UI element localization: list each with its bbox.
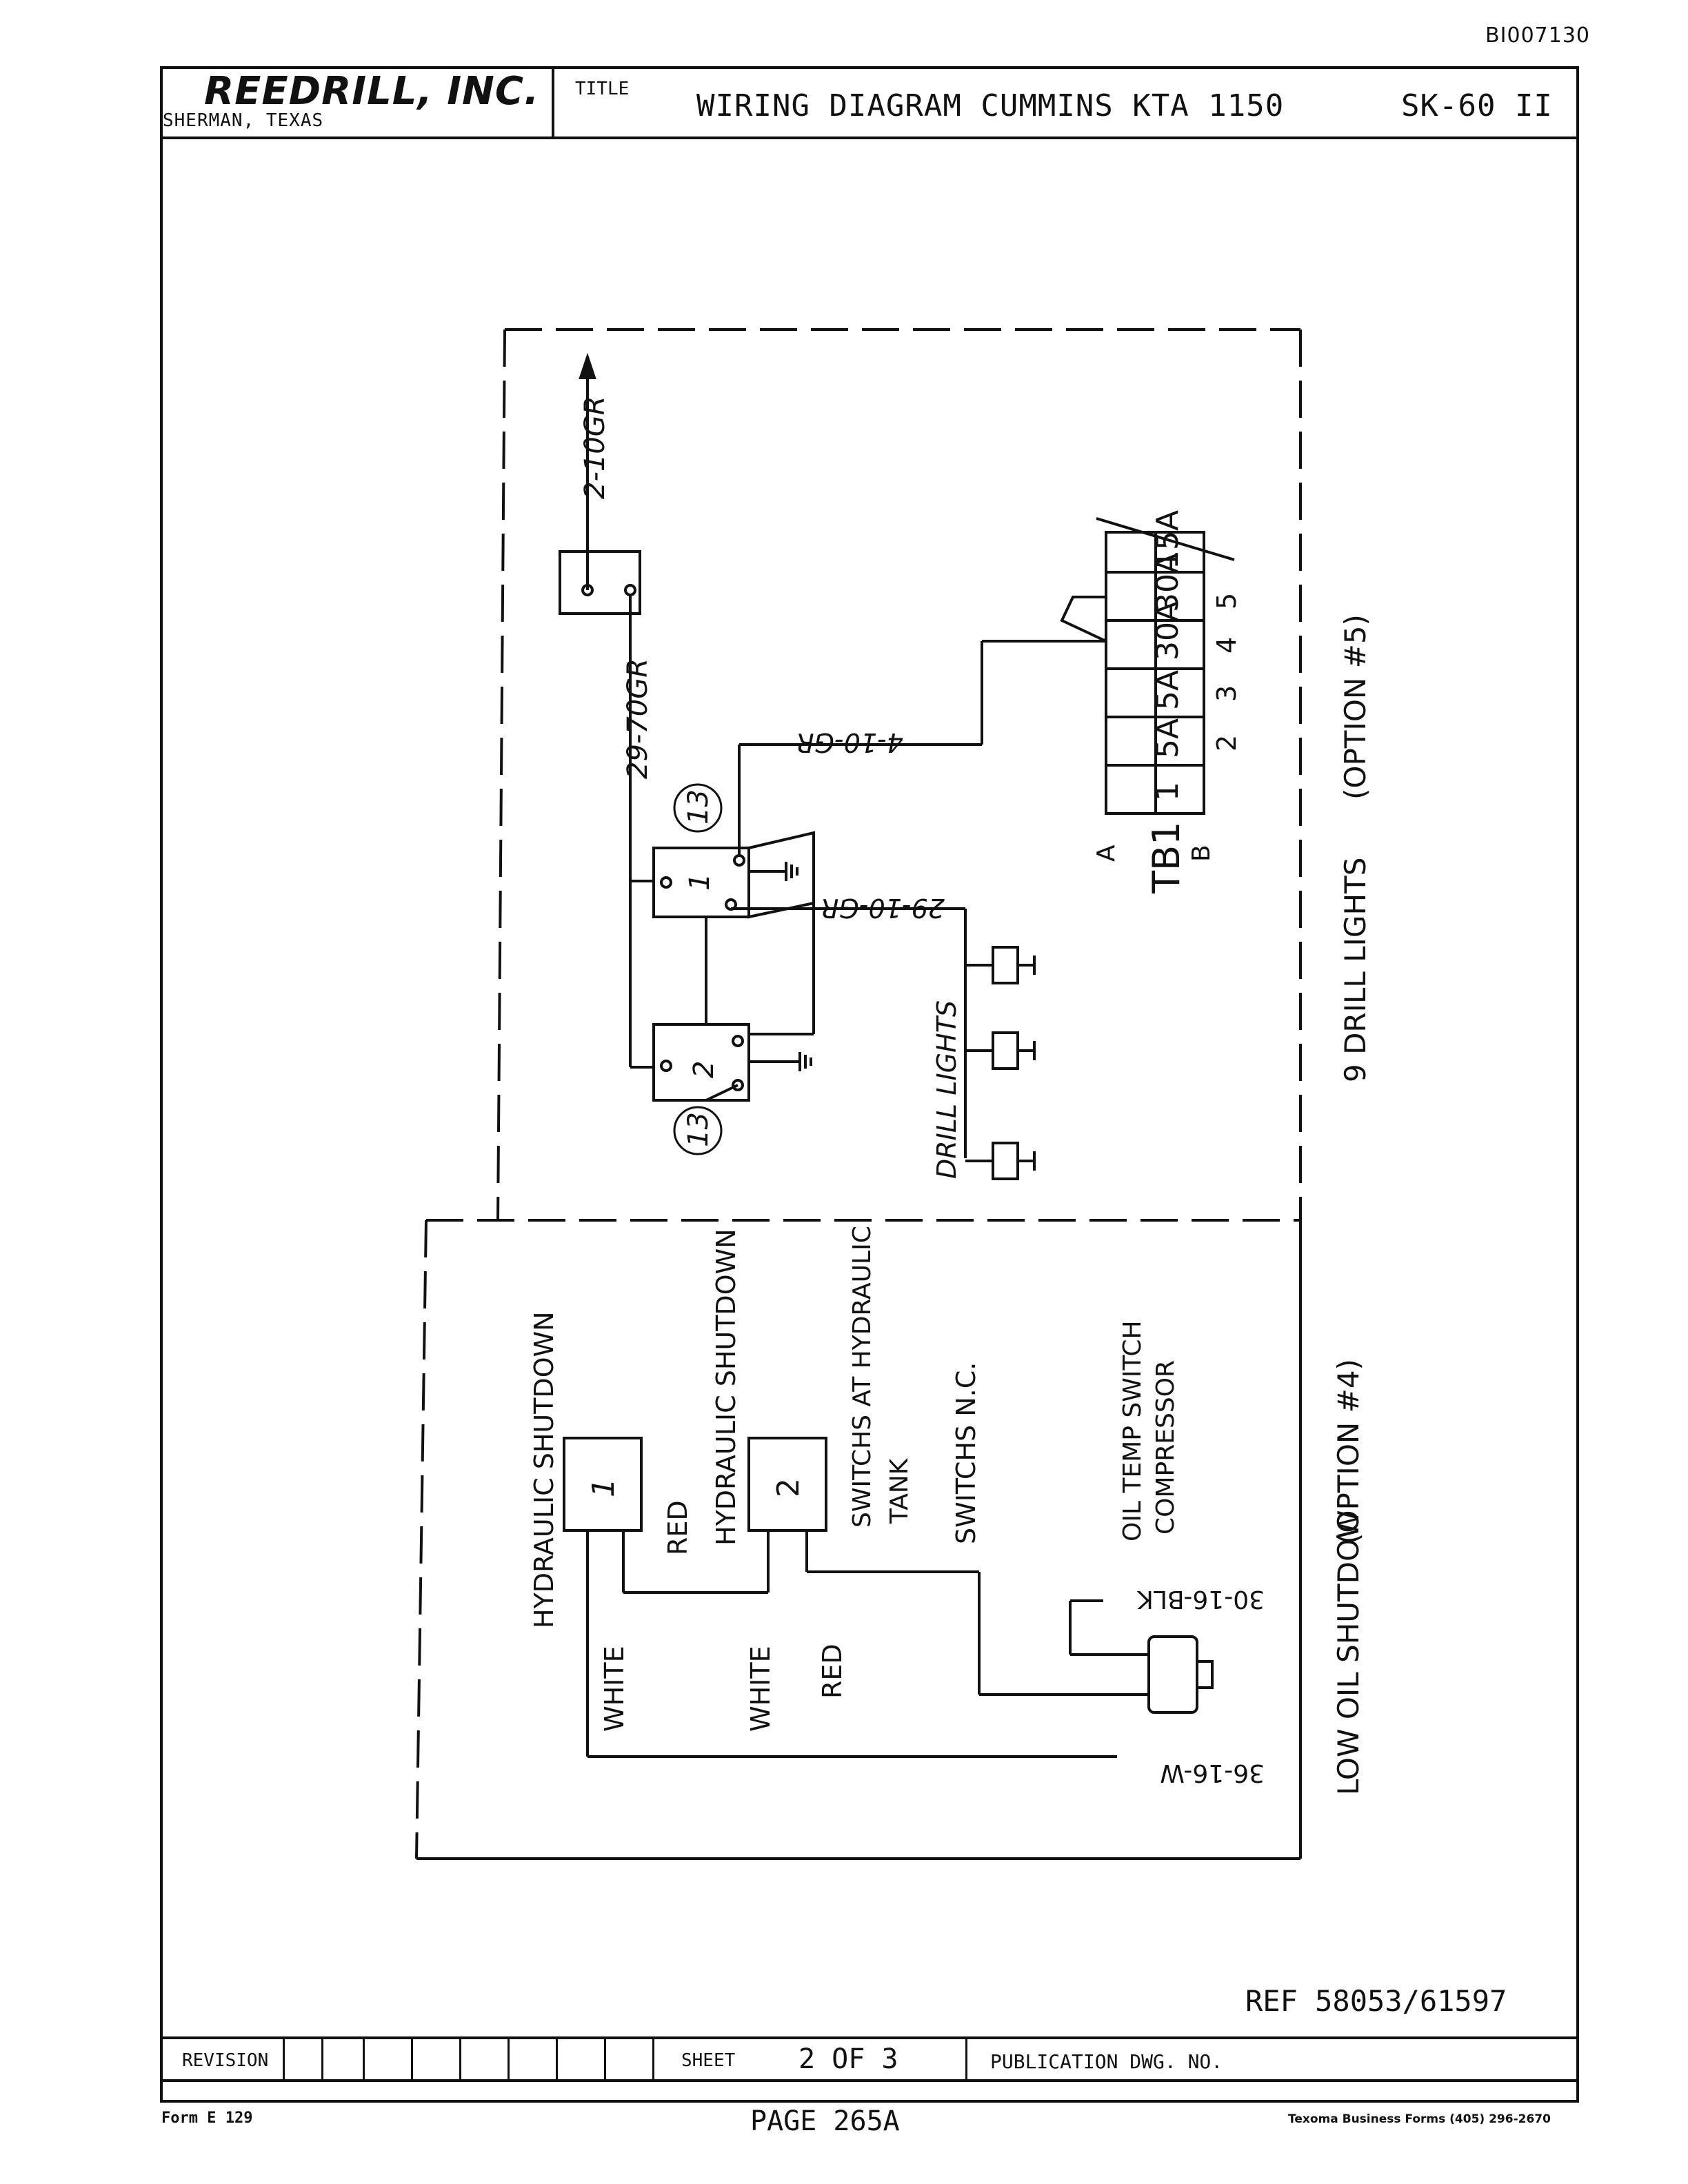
fuse-label-2: 5A	[1150, 718, 1185, 758]
drill-light-1	[992, 946, 1036, 984]
sheet-frame	[160, 66, 1579, 2103]
model-number: SK-60 II	[1401, 88, 1553, 123]
drill-lights-label: DRILL LIGHTS	[932, 1000, 962, 1179]
oil-temp-switch	[1147, 1635, 1198, 1714]
relay-top-number: 13	[683, 789, 714, 825]
switch-1-label: 1	[586, 1478, 621, 1497]
sheet-number: 2 OF 3	[798, 2043, 898, 2075]
page-number: PAGE 265A	[750, 2105, 900, 2137]
red-label-1: RED	[663, 1500, 693, 1555]
document-id: BI007130	[1485, 23, 1590, 48]
sheet-label: SHEET	[681, 2050, 736, 2071]
header-bottom-rule	[160, 136, 1579, 139]
upper-enclosure	[496, 328, 1302, 1222]
company-location: SHERMAN, TEXAS	[163, 110, 324, 131]
terminal-b-label: B	[1187, 845, 1216, 862]
footer-bottom-rule	[160, 2079, 1579, 2082]
footer-div-d	[459, 2036, 461, 2081]
fuse-label-5: 30A	[1150, 553, 1185, 612]
footer-div-a	[321, 2036, 323, 2081]
footer-div-h	[652, 2036, 654, 2081]
publication-drawing-label: PUBLICATION DWG. NO.	[990, 2050, 1223, 2073]
drill-light-3	[992, 1142, 1036, 1180]
fuse-label-1: 1	[1150, 782, 1185, 801]
fuse-position-5: 5	[1212, 593, 1242, 609]
relay-bottom-number: 13	[683, 1112, 714, 1147]
printer-credit: Texoma Business Forms (405) 296-2670	[1288, 2112, 1551, 2126]
drill-light-2	[992, 1031, 1036, 1070]
terminal-a-label: A	[1092, 845, 1121, 862]
footer-div-e	[508, 2036, 510, 2081]
upper-section-option: (OPTION #5)	[1338, 614, 1372, 800]
wire-label-30-16-blk: 30-16-BLK	[1136, 1585, 1265, 1613]
fuse-position-3: 3	[1212, 685, 1242, 702]
hydraulic-switch-1	[563, 1437, 643, 1532]
compressor-label: COMPRESSOR	[1152, 1360, 1180, 1535]
lower-enclosure	[415, 1219, 1302, 1860]
hydraulic-shutdown-label-1: HYDRAULIC SHUTDOWN	[529, 1311, 559, 1628]
hydraulic-switch-2	[747, 1437, 827, 1532]
form-number: Form E 129	[161, 2110, 253, 2127]
header-divider-company	[552, 66, 554, 138]
lower-section-option: (OPTION #4)	[1332, 1359, 1365, 1544]
fuse-position-2: 2	[1212, 735, 1242, 751]
title-label: TITLE	[575, 79, 630, 99]
fuse-label-3: 5A	[1150, 670, 1185, 710]
wire-label-36-16-w: 36-16-W	[1160, 1759, 1265, 1787]
drawing-title: WIRING DIAGRAM CUMMINS KTA 1150	[696, 88, 1285, 123]
company-name: REEDRILL, INC.	[204, 69, 540, 114]
white-label-1: WHITE	[599, 1646, 630, 1732]
footer-top-rule	[160, 2036, 1579, 2039]
switch-2-label: 2	[771, 1478, 806, 1497]
oil-temp-switch-label: OIL TEMP SWITCH	[1118, 1320, 1147, 1541]
footer-div-g	[604, 2036, 606, 2081]
revision-label: REVISION	[182, 2050, 269, 2071]
relay-top-contact: 1	[684, 873, 716, 891]
footer-div-sheet	[965, 2036, 967, 2081]
red-label-2: RED	[817, 1644, 847, 1699]
wire-label-29-70gr: 29-70GR	[622, 658, 654, 779]
footer-div-c	[411, 2036, 413, 2081]
wire-label-2-10gr: 2-10GR	[579, 396, 611, 499]
wire-label-4-10gr: 4-10-GR	[796, 727, 903, 758]
hydraulic-shutdown-label-2: HYDRAULIC SHUTDOWN	[711, 1228, 741, 1546]
lower-section-caption: LOW OIL SHUTDOW	[1332, 1510, 1365, 1795]
terminal-block-tb1	[1096, 517, 1235, 815]
wire-label-29-10gr: 29-10-GR	[821, 893, 945, 923]
fuse-label-4: 30A	[1150, 601, 1185, 660]
footer-div-b	[363, 2036, 365, 2081]
fuse-position-4: 4	[1212, 637, 1242, 654]
fuse-label-6: 15A	[1150, 510, 1185, 569]
switches-at-tank-label-1: SWITCHS AT HYDRAULIC	[848, 1226, 876, 1528]
relay-bottom-contact: 2	[688, 1061, 720, 1078]
white-label-2: WHITE	[745, 1646, 776, 1732]
upper-section-caption: 9 DRILL LIGHTS	[1338, 858, 1372, 1082]
reference-number: REF 58053/61597	[1245, 1984, 1507, 2018]
switches-nc-label: SWITCHS N.C.	[951, 1362, 981, 1544]
switches-at-tank-label-2: TANK	[885, 1457, 914, 1524]
footer-div-f	[556, 2036, 558, 2081]
terminal-box	[559, 550, 641, 615]
terminal-block-label: TB1	[1145, 822, 1188, 894]
footer-div-revision	[283, 2036, 285, 2081]
